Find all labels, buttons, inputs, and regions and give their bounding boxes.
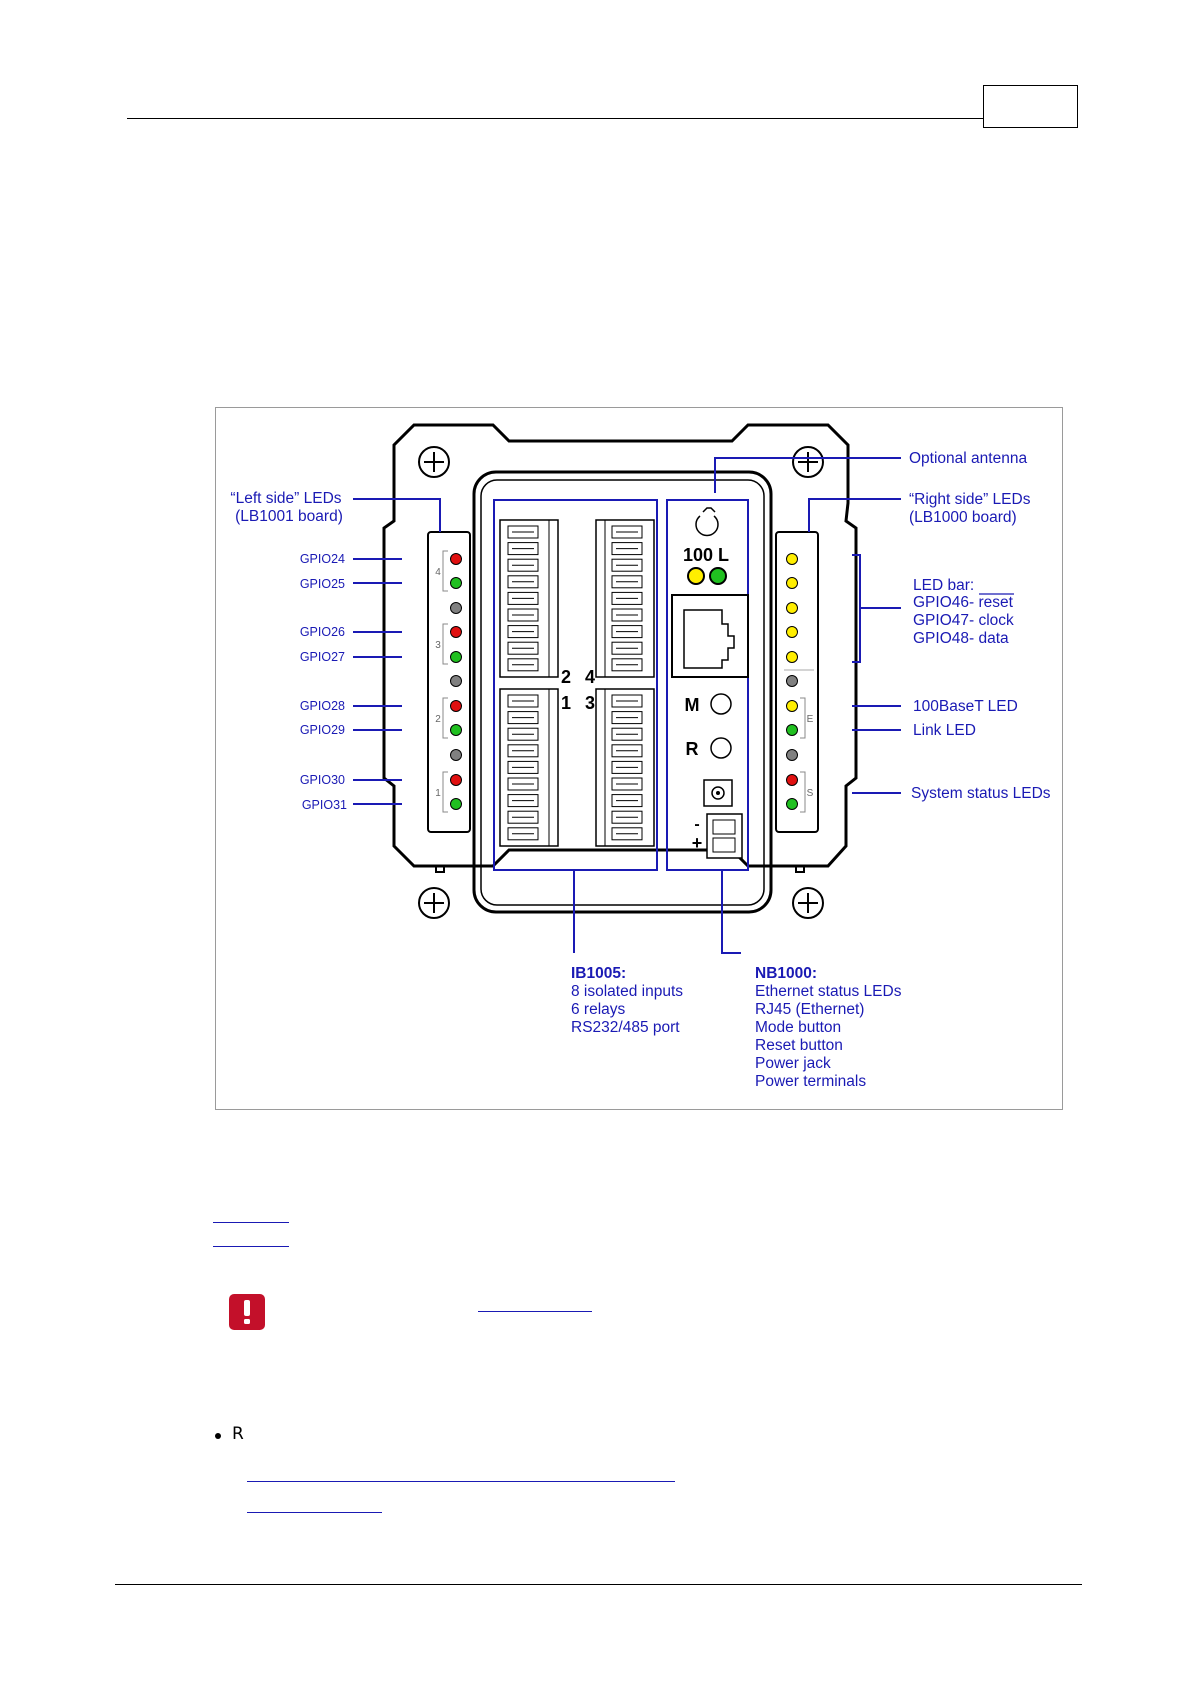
text-link[interactable] xyxy=(478,1311,592,1312)
mode-button-label: M xyxy=(685,695,700,715)
led-100baset xyxy=(786,700,798,712)
nb1000-line-5: Power jack xyxy=(755,1055,831,1072)
power-jack xyxy=(703,779,733,807)
reset-button xyxy=(710,737,732,759)
optional-antenna-label: Optional antenna xyxy=(909,450,1027,467)
nb1000-line-6: Power terminals xyxy=(755,1073,866,1090)
svg-text:-: - xyxy=(694,816,699,833)
led-bar-line-3: GPIO47- clock xyxy=(913,612,1014,629)
ib1005-line-3: RS232/485 port xyxy=(571,1019,680,1036)
left-group-1: 1 xyxy=(435,788,441,799)
left-group-4: 4 xyxy=(435,567,441,578)
text-link[interactable] xyxy=(247,1512,382,1513)
led-gpio30 xyxy=(450,774,462,786)
led-gpio29 xyxy=(450,724,462,736)
right-group-e: E xyxy=(807,714,814,725)
header-rule xyxy=(127,118,984,119)
ib1005-line-1: 8 isolated inputs xyxy=(571,983,683,1000)
connector-2: 2 xyxy=(561,667,571,687)
led-gpio28 xyxy=(450,700,462,712)
ethernet-link-led xyxy=(709,567,727,585)
100baset-led-label: 100BaseT LED xyxy=(913,698,1018,715)
footer-rule xyxy=(115,1584,1082,1585)
left-group-2: 2 xyxy=(435,714,441,725)
device-figure: 4 3 2 1 E S 2 4 xyxy=(215,407,1063,1110)
bullet-icon xyxy=(215,1433,221,1439)
text-link[interactable] xyxy=(213,1222,289,1223)
led-bar-line-2: GPIO46- reset xyxy=(913,594,1014,611)
gpio28-label: GPIO28 xyxy=(300,699,345,713)
gpio24-label: GPIO24 xyxy=(300,552,345,566)
speed-label: 100 L xyxy=(683,545,729,565)
connector-3: 3 xyxy=(585,693,595,713)
connector-1: 1 xyxy=(561,693,571,713)
gpio31-label: GPIO31 xyxy=(302,798,347,812)
ib1005-title: IB1005: xyxy=(571,965,626,982)
gpio27-label: GPIO27 xyxy=(300,650,345,664)
svg-text:+: + xyxy=(692,833,703,853)
gpio30-label: GPIO30 xyxy=(300,773,345,787)
led-link xyxy=(786,724,798,736)
nb1000-outline xyxy=(666,499,749,871)
connector-4: 4 xyxy=(585,667,595,687)
ib1005-line-2: 6 relays xyxy=(571,1001,626,1018)
link-led-label: Link LED xyxy=(913,722,976,739)
gpio29-label: GPIO29 xyxy=(300,723,345,737)
left-leds-board: (LB1001 board) xyxy=(235,508,343,525)
page-number-box xyxy=(983,85,1078,128)
led-gpio25 xyxy=(450,577,462,589)
gpio26-label: GPIO26 xyxy=(300,625,345,639)
led-bar-line-4: GPIO48- data xyxy=(913,630,1009,647)
led-gpio27 xyxy=(450,651,462,663)
system-status-label: System status LEDs xyxy=(911,785,1051,802)
left-leds-title: “Left side” LEDs xyxy=(230,490,341,507)
text-link[interactable] xyxy=(247,1481,675,1482)
gpio25-label: GPIO25 xyxy=(300,577,345,591)
right-leds-title: “Right side” LEDs xyxy=(909,491,1031,508)
antenna-connector xyxy=(695,515,719,537)
nb1000-line-3: Mode button xyxy=(755,1019,841,1036)
reset-button-label: R xyxy=(686,739,699,759)
ethernet-speed-led xyxy=(687,567,705,585)
right-leds-board: (LB1000 board) xyxy=(909,509,1017,526)
mode-button xyxy=(710,693,732,715)
led-gpio31 xyxy=(450,798,462,810)
led-gpio24 xyxy=(450,553,462,565)
ib1005-outline xyxy=(493,499,658,871)
nb1000-line-1: Ethernet status LEDs xyxy=(755,983,902,1000)
warning-icon xyxy=(229,1294,265,1330)
led-gpio26 xyxy=(450,626,462,638)
right-group-s: S xyxy=(807,788,814,799)
screw-icon xyxy=(418,446,824,919)
bullet-text: R xyxy=(232,1424,244,1444)
nb1000-line-2: RJ45 (Ethernet) xyxy=(755,1001,864,1018)
text-link[interactable] xyxy=(213,1246,289,1247)
nb1000-title: NB1000: xyxy=(755,965,817,982)
led-bar-line-1: LED bar: xyxy=(913,577,974,594)
left-group-3: 3 xyxy=(435,640,441,651)
nb1000-line-4: Reset button xyxy=(755,1037,843,1054)
